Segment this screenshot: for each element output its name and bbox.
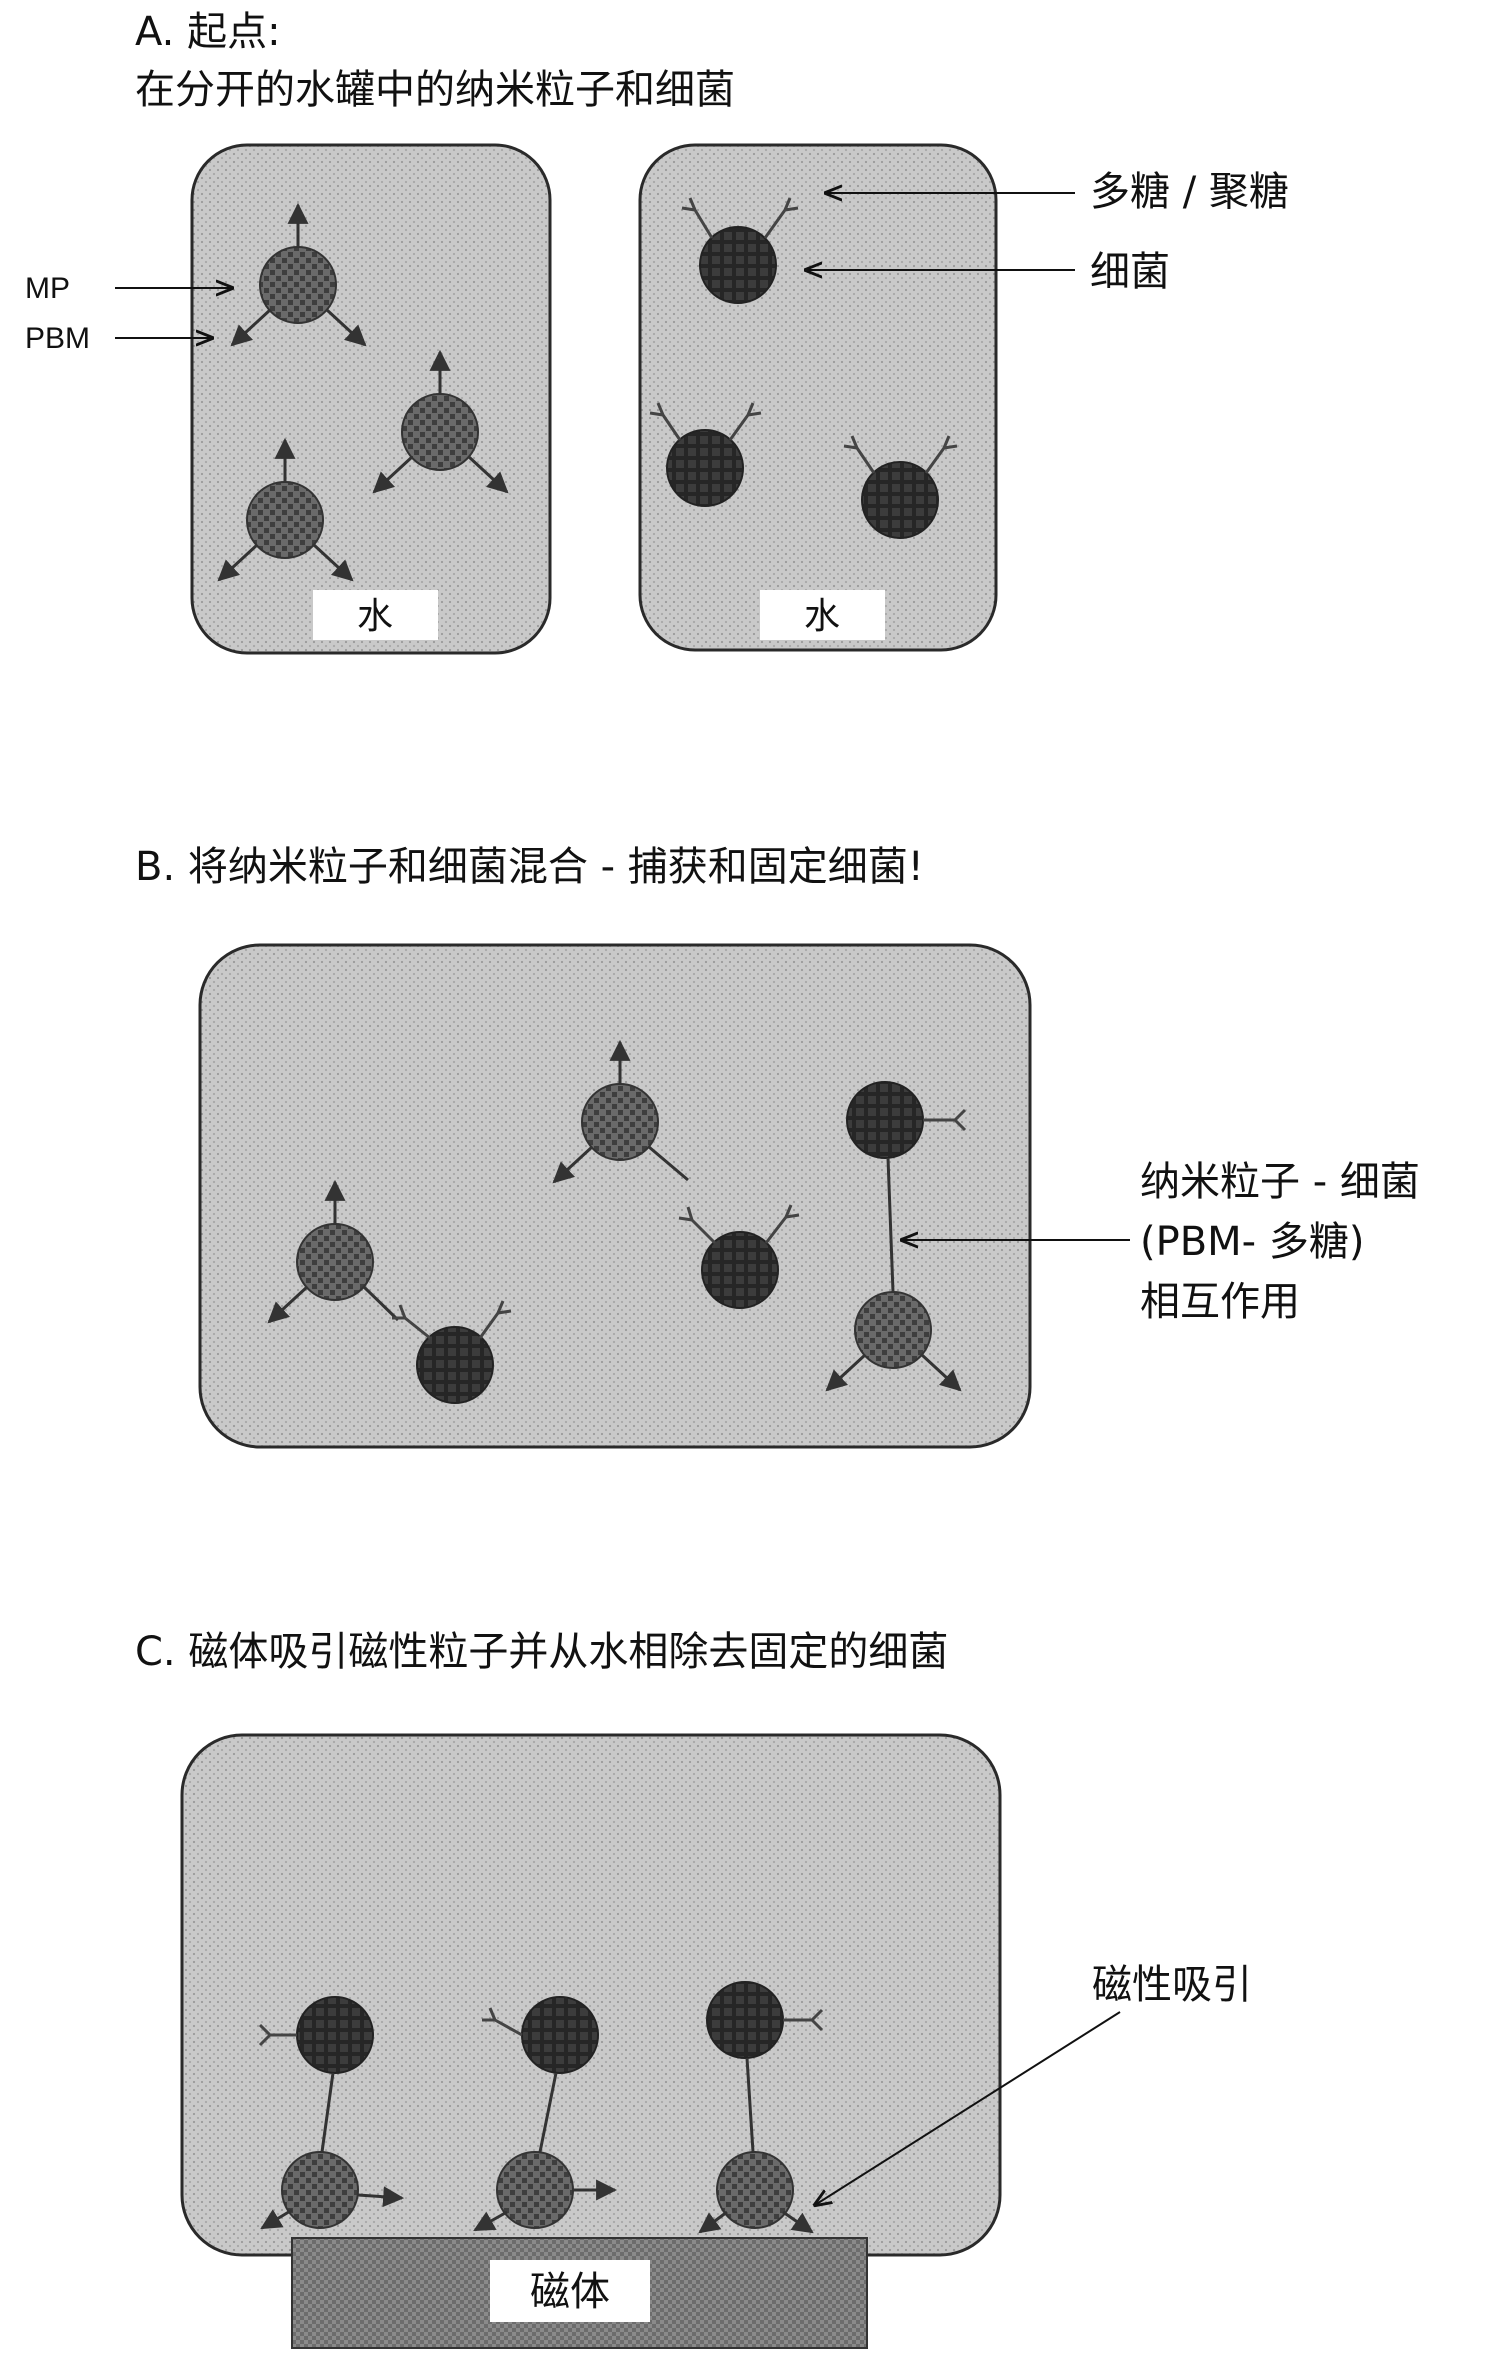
bacterium <box>681 197 799 304</box>
magnetic-particle <box>473 2072 618 2232</box>
bacterium <box>258 1996 374 2074</box>
label-pbm: PBM <box>25 322 90 355</box>
bacterium <box>649 402 762 507</box>
magnet-label: 磁体 <box>530 2269 610 2315</box>
panel-a-title: A. 起点: <box>135 9 281 55</box>
tank-label-box <box>760 590 885 640</box>
panel-c-title: C. 磁体吸引磁性粒子并从水相除去固定的细菌 <box>135 1629 948 1675</box>
magnetic-particle <box>698 2057 814 2234</box>
label-bacteria: 细菌 <box>1090 249 1170 295</box>
magnetic-particle <box>217 437 354 582</box>
label-mp: MP <box>25 272 70 305</box>
magnet: 磁体 <box>291 2237 868 2349</box>
magnetic-particle <box>230 202 367 347</box>
tank-right: 水 <box>638 143 998 652</box>
bacterium <box>706 1981 824 2059</box>
panel-a-subtitle: 在分开的水罐中的纳米粒子和细菌 <box>135 67 735 113</box>
magnetic-particle <box>552 1039 689 1184</box>
magnetic-particle <box>267 1179 400 1324</box>
attraction-pointer <box>815 2011 1121 2205</box>
label-polysaccharide: 多糖 / 聚糖 <box>1090 169 1289 215</box>
magnetic-particle <box>825 1157 962 1392</box>
interaction-label-line1: 纳米粒子 - 细菌 <box>1140 1159 1420 1205</box>
tank-mixed <box>198 943 1032 1449</box>
bacterium <box>843 435 958 539</box>
bacterium <box>392 1300 512 1404</box>
tank-left: 水 <box>190 143 552 655</box>
magnetic-particle <box>260 2072 405 2230</box>
left-tank-label: 水 <box>357 596 393 637</box>
magnetic-particle <box>372 349 509 494</box>
bacterium <box>678 1204 800 1309</box>
right-tank-label: 水 <box>804 596 840 637</box>
interaction-label-line3: 相互作用 <box>1140 1279 1300 1325</box>
tank-label-box <box>313 590 438 640</box>
panel-b-title: B. 将纳米粒子和细菌混合 - 捕获和固定细菌! <box>135 844 924 890</box>
interaction-label-line2: (PBM- 多糖) <box>1140 1219 1364 1265</box>
label-magnetic-attraction: 磁性吸引 <box>1092 1962 1252 2008</box>
bacterium <box>846 1081 967 1159</box>
bacterium <box>482 1996 599 2074</box>
